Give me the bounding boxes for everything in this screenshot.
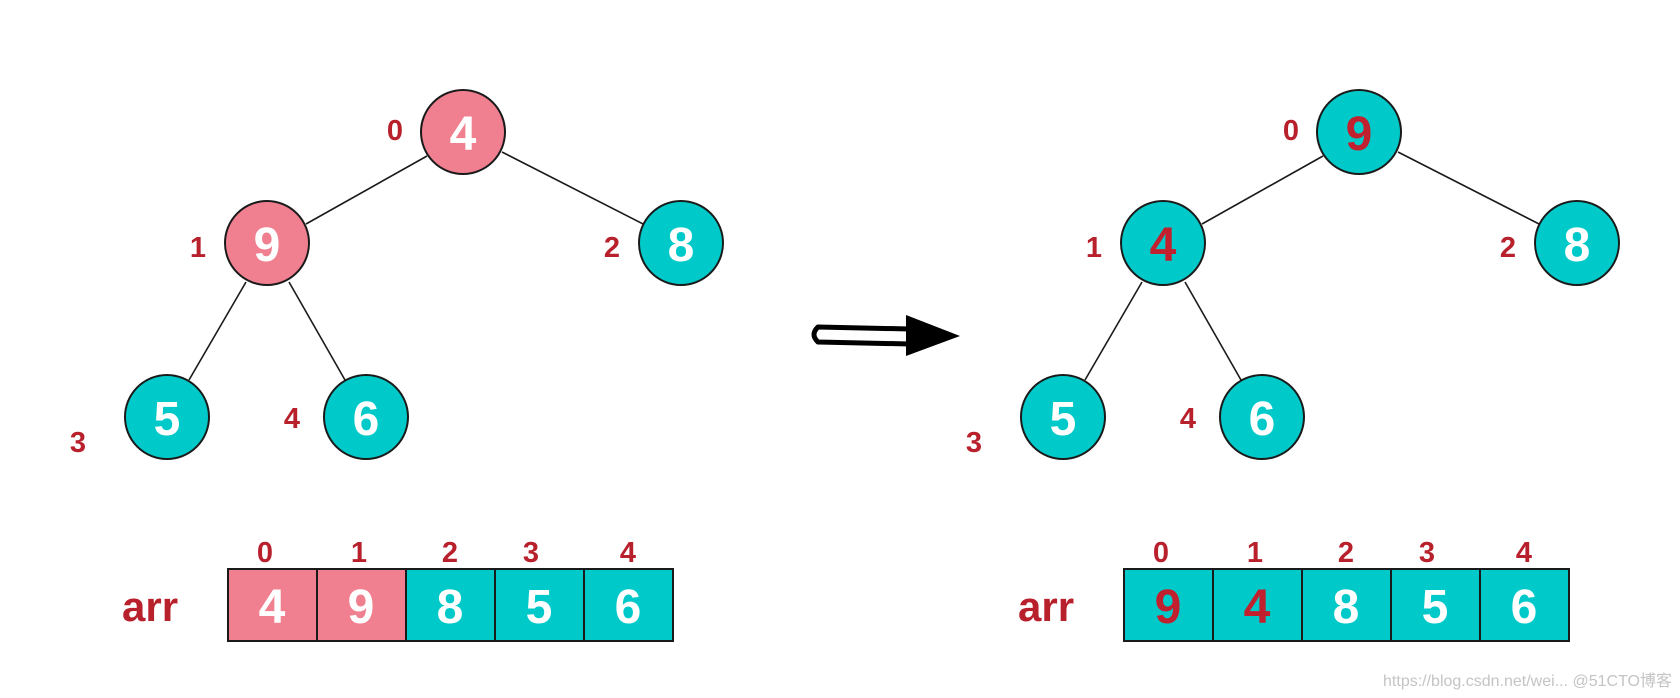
- left-array-cell-4-rect: [583, 568, 674, 642]
- right-node-2-circle: [1534, 200, 1620, 286]
- right-array-cell-2: 2 8: [1301, 537, 1392, 642]
- right-array-value-4: 6: [1511, 581, 1538, 634]
- left-array-cell-0: 0 4: [227, 537, 318, 642]
- left-array-value-2: 8: [437, 581, 464, 634]
- left-array-index-1: 1: [351, 537, 367, 569]
- right-edge-0-1: [1201, 155, 1324, 225]
- watermark: https://blog.csdn.net/wei... @51CTO博客: [1383, 672, 1672, 690]
- left-node-1-value: 9: [254, 219, 281, 272]
- right-edge-1-3: [1084, 281, 1143, 381]
- right-array-cell-2-rect: [1301, 568, 1392, 642]
- left-edge-0-1: [305, 155, 428, 225]
- right-array-value-2: 8: [1333, 581, 1360, 634]
- transition-arrow-icon: [811, 315, 960, 356]
- left-tree: 4 0 9 1 8 2 5 3 6 4: [70, 89, 724, 460]
- right-array-cell-4-rect: [1479, 568, 1570, 642]
- left-panel: 4 0 9 1 8 2 5 3 6 4: [70, 89, 724, 642]
- right-array-index-3: 3: [1419, 537, 1435, 569]
- left-node-4-circle: [323, 374, 409, 460]
- right-array: arr 0 9 1 4 2 8 3 5 4: [1018, 537, 1570, 642]
- right-node-1: 4 1: [1086, 200, 1206, 286]
- right-node-1-value: 4: [1150, 219, 1177, 272]
- right-edge-0-2: [1397, 151, 1544, 227]
- left-edge-1-3: [188, 281, 247, 381]
- left-node-2-circle: [638, 200, 724, 286]
- right-array-index-1: 1: [1247, 537, 1263, 569]
- left-array-cell-3-rect: [494, 568, 585, 642]
- right-node-4-value: 6: [1249, 393, 1276, 446]
- right-node-2-value: 8: [1564, 219, 1591, 272]
- right-node-3: 5 3: [966, 374, 1106, 460]
- left-array-index-0: 0: [257, 537, 273, 569]
- left-array-cell-2: 2 8: [405, 537, 496, 642]
- right-array-cell-0-rect: [1123, 568, 1214, 642]
- right-array-cell-1: 1 4: [1212, 537, 1303, 642]
- right-node-4-index: 4: [1180, 403, 1196, 435]
- right-node-3-circle: [1020, 374, 1106, 460]
- left-node-3-circle: [124, 374, 210, 460]
- right-node-1-index: 1: [1086, 232, 1102, 264]
- left-array-index-3: 3: [523, 537, 539, 569]
- left-node-0-value: 4: [450, 108, 477, 161]
- right-node-3-value: 5: [1050, 393, 1077, 446]
- right-array-cell-4: 4 6: [1479, 537, 1570, 642]
- right-array-index-4: 4: [1516, 537, 1532, 569]
- left-array-cell-2-rect: [405, 568, 496, 642]
- left-array-value-1: 9: [348, 581, 375, 634]
- left-node-3: 5 3: [70, 374, 210, 460]
- left-array-label: arr: [122, 583, 178, 630]
- left-node-0-index: 0: [387, 115, 403, 147]
- left-node-4: 6 4: [284, 374, 409, 460]
- left-array-cell-1: 1 9: [316, 537, 407, 642]
- left-node-0: 4 0: [387, 89, 506, 175]
- left-node-1-circle: [224, 200, 310, 286]
- right-node-4-circle: [1219, 374, 1305, 460]
- left-node-1: 9 1: [190, 200, 310, 286]
- right-node-2: 8 2: [1500, 200, 1620, 286]
- left-array-index-2: 2: [442, 537, 458, 569]
- left-node-4-value: 6: [353, 393, 380, 446]
- left-array: arr 0 4 1 9 2 8 3 5 4: [122, 537, 674, 642]
- right-array-cell-0: 0 9: [1123, 537, 1214, 642]
- right-array-cell-3-rect: [1390, 568, 1481, 642]
- left-array-value-0: 4: [259, 581, 286, 634]
- left-array-cell-1-rect: [316, 568, 407, 642]
- left-node-3-index: 3: [70, 427, 86, 459]
- right-array-value-1: 4: [1244, 581, 1271, 634]
- left-array-value-3: 5: [526, 581, 553, 634]
- left-node-3-value: 5: [154, 393, 181, 446]
- left-array-cell-4: 4 6: [583, 537, 674, 642]
- right-node-4: 6 4: [1180, 374, 1305, 460]
- right-node-0-value: 9: [1346, 108, 1373, 161]
- right-array-cell-3: 3 5: [1390, 537, 1481, 642]
- left-node-2-value: 8: [668, 219, 695, 272]
- left-node-0-circle: [420, 89, 506, 175]
- right-edge-1-4: [1184, 281, 1242, 381]
- right-node-3-index: 3: [966, 427, 982, 459]
- right-array-value-0: 9: [1155, 581, 1182, 634]
- left-node-1-index: 1: [190, 232, 206, 264]
- right-array-label: arr: [1018, 583, 1074, 630]
- right-array-value-3: 5: [1422, 581, 1449, 634]
- left-node-2-index: 2: [604, 232, 620, 264]
- right-node-0-index: 0: [1283, 115, 1299, 147]
- right-node-0-circle: [1316, 89, 1402, 175]
- left-node-2: 8 2: [604, 200, 724, 286]
- right-node-1-circle: [1120, 200, 1206, 286]
- left-array-index-4: 4: [620, 537, 636, 569]
- right-tree: 9 0 4 1 8 2 5 3 6 4: [966, 89, 1620, 460]
- left-array-cell-3: 3 5: [494, 537, 585, 642]
- right-node-0: 9 0: [1283, 89, 1402, 175]
- right-array-index-2: 2: [1338, 537, 1354, 569]
- left-node-4-index: 4: [284, 403, 300, 435]
- left-edge-1-4: [288, 281, 346, 381]
- right-node-2-index: 2: [1500, 232, 1516, 264]
- right-panel: 9 0 4 1 8 2 5 3 6 4: [966, 89, 1620, 642]
- left-array-value-4: 6: [615, 581, 642, 634]
- left-edge-0-2: [501, 151, 648, 227]
- right-array-index-0: 0: [1153, 537, 1169, 569]
